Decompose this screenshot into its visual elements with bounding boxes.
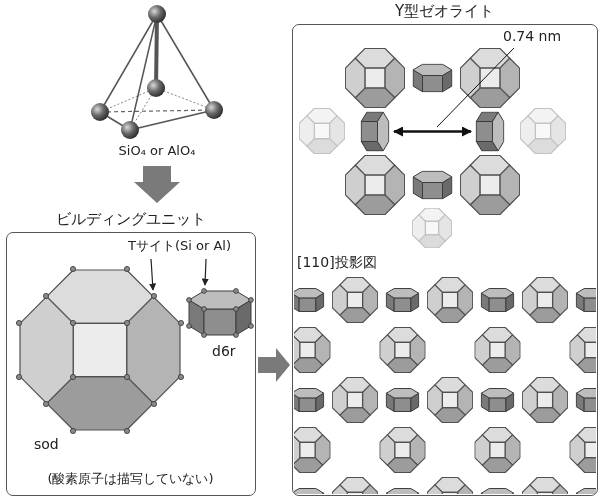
- down-arrow: [134, 166, 180, 203]
- group-box: ビルディングユニット(酸素原子は描写していない): [6, 232, 256, 496]
- flow-arrow: [258, 348, 290, 382]
- faujasite-structure: [299, 48, 565, 247]
- view-label: [110]投影図: [297, 254, 377, 271]
- unit-name: d6r: [212, 343, 236, 360]
- tetrahedron: [91, 5, 223, 139]
- box-note: (酸素原子は描写していない): [47, 471, 213, 487]
- leader-line: [205, 259, 206, 285]
- projection-pattern: [294, 277, 596, 494]
- formula-label: SiO₄ or AlO₄: [119, 143, 196, 159]
- o-atom: [205, 101, 223, 119]
- d6r-prism: [187, 289, 254, 338]
- box-heading: Y型ゼオライト: [395, 2, 494, 20]
- sod-cage: [16, 266, 183, 433]
- box-heading: ビルディングユニット: [56, 210, 206, 228]
- site-label: Tサイト(Si or Al): [128, 238, 231, 254]
- o-atom: [148, 5, 166, 23]
- o-atom: [91, 103, 109, 121]
- unit-name: sod: [34, 436, 59, 453]
- dimension-label: 0.74 nm: [503, 28, 561, 45]
- t-atom: [147, 79, 165, 97]
- dimension-arrow: [394, 130, 471, 133]
- leader-line: [151, 259, 153, 290]
- leader-line: [437, 48, 514, 127]
- o-atom: [121, 121, 139, 139]
